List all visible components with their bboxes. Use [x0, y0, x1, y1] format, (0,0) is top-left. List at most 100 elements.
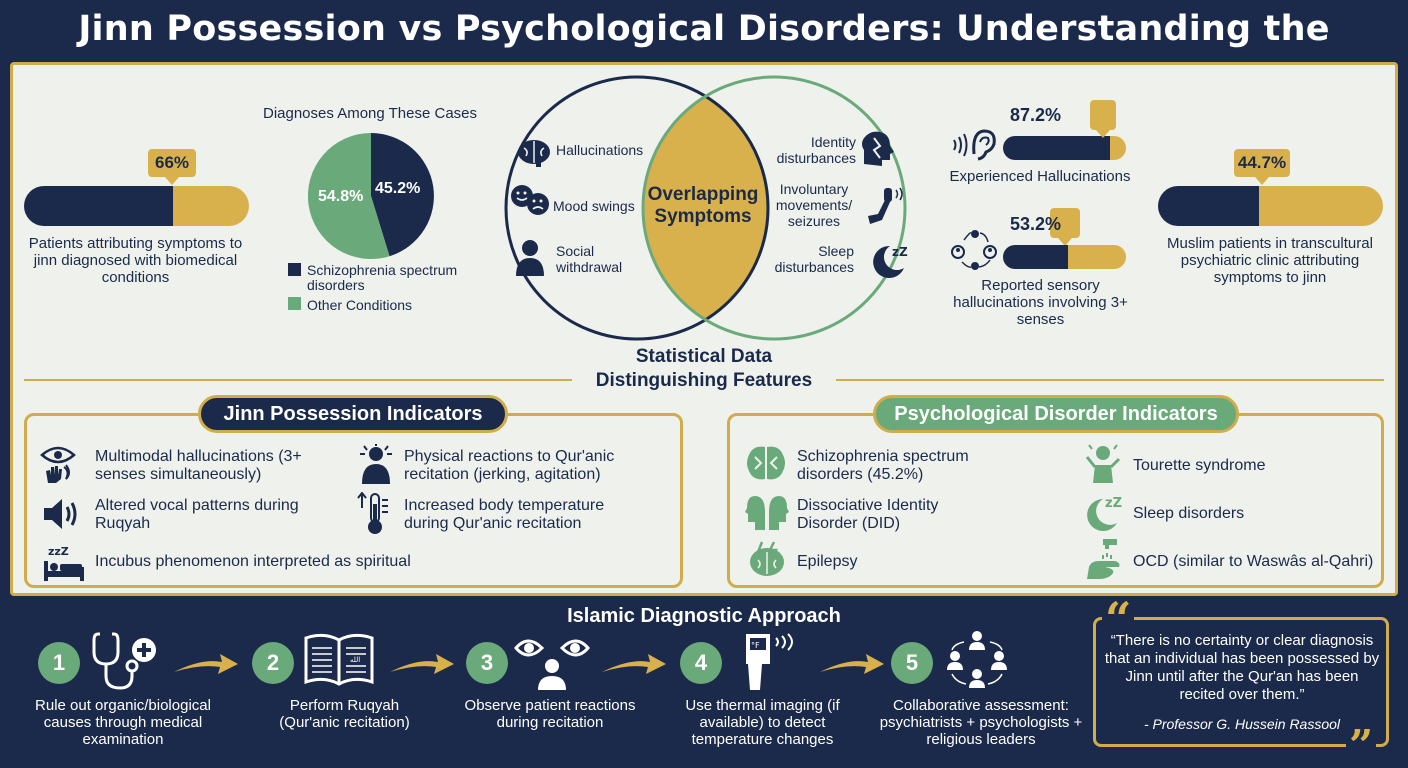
sleeping-bed-icon: zzZ [44, 545, 84, 581]
identity-head-icon [862, 131, 894, 166]
step-1-text: Rule out organic/biological causes throu… [35, 697, 211, 748]
left-progress-bar [24, 186, 249, 226]
venn-diagram: zZ [504, 75, 908, 341]
seizure-arm-icon [868, 187, 903, 224]
pie-legend-item-other: Other Conditions [288, 297, 412, 313]
thermometer-icon [357, 492, 388, 534]
venn-item-mood-swings: Mood swings [553, 198, 635, 214]
step-4-text: Use thermal imaging (if available) to de… [685, 697, 840, 748]
arrow-1-icon [174, 654, 238, 674]
jinn-item-multimodal: Multimodal hallucinations (3+ senses sim… [95, 448, 302, 483]
venn-item-sleep: Sleep disturbances [774, 243, 854, 275]
svg-text:zZ: zZ [1105, 496, 1122, 511]
legend-swatch-navy [288, 263, 301, 276]
quote-author: - Professor G. Hussein Rassool [1143, 716, 1341, 732]
speaker-icon [44, 499, 77, 529]
tourette-person-icon [1085, 444, 1121, 483]
quote-text: “There is no certainty or clear diagnosi… [1104, 632, 1380, 703]
step-5-number: 5 [891, 642, 933, 684]
arrow-2-icon [390, 654, 454, 674]
right-progress-fill [1158, 186, 1259, 226]
svg-text:الله: الله [350, 656, 360, 664]
svg-text:°F: °F [751, 641, 760, 650]
jinn-indicators-heading: Jinn Possession Indicators [198, 395, 508, 433]
right-bar-caption: Muslim patients in transcultural psychia… [1167, 235, 1373, 286]
psych-indicators-heading: Psychological Disorder Indicators [873, 395, 1239, 433]
divider-right [836, 379, 1384, 381]
moon-zz-icon: zZ [873, 245, 908, 278]
sensory-callout [1050, 208, 1080, 246]
psych-item-tourette: Tourette syndrome [1133, 457, 1266, 474]
left-progress-fill [24, 186, 173, 226]
divider-left [24, 379, 572, 381]
sensory-progress-bar [1003, 245, 1126, 269]
svg-text:zzZ: zzZ [48, 545, 69, 558]
psych-item-ocd: OCD (similar to Waswâs al-Qahri) [1133, 553, 1374, 570]
hallucinations-caption: Experienced Hallucinations [949, 168, 1131, 185]
sleep-moon-icon: zZ [1087, 496, 1122, 531]
two-heads-icon [745, 496, 789, 530]
sensory-caption: Reported sensory hallucinations involvin… [953, 277, 1128, 328]
jinn-item-incubus: Incubus phenomenon interpreted as spirit… [95, 553, 411, 570]
stethoscope-icon [92, 632, 156, 690]
observe-eyes-icon [514, 639, 590, 690]
brain-network-icon [747, 446, 785, 480]
hallucinations-percent: 87.2% [1010, 105, 1062, 125]
arrow-3-icon [602, 654, 666, 674]
psych-item-epilepsy: Epilepsy [797, 553, 858, 570]
quote-close-mark: ” [1346, 726, 1377, 766]
pie-title: Diagnoses Among These Cases [262, 105, 477, 122]
legend-swatch-green [288, 297, 301, 310]
pie-label-schizophrenia: 45.2% [375, 180, 421, 197]
mood-faces-icon [511, 185, 549, 215]
eye-hand-icon [40, 446, 76, 483]
brain-icon [518, 140, 550, 167]
pie-slice-schizophrenia [371, 133, 434, 257]
hallucinations-progress-bar [1003, 136, 1126, 160]
venn-item-hallucinations: Hallucinations [556, 142, 644, 158]
approach-title: Islamic Diagnostic Approach [567, 605, 841, 627]
venn-right-circle [641, 75, 907, 341]
right-progress-bar [1158, 186, 1383, 226]
sensory-percent: 53.2% [1010, 214, 1062, 234]
jinn-item-physical-reactions: Physical reactions to Qur'anic recitatio… [404, 448, 615, 483]
arrow-4-icon [820, 654, 884, 674]
pie-label-other: 54.8% [318, 188, 364, 205]
person-icon [516, 240, 544, 276]
right-percent-callout: 44.7% [1234, 149, 1290, 185]
venn-item-involuntary: Involuntary movements/ seizures [775, 181, 853, 229]
left-percent-callout: 66% [148, 149, 196, 185]
jinn-indicators-box [24, 413, 683, 588]
step-5-text: Collaborative assessment: psychiatrists … [879, 697, 1083, 748]
agitated-person-icon [360, 444, 392, 484]
distinguishing-features-title: Distinguishing Features [595, 370, 813, 391]
psych-item-schizophrenia: Schizophrenia spectrum disorders (45.2%) [797, 448, 969, 483]
hallucinations-callout [1090, 100, 1116, 138]
psych-item-did: Dissociative Identity Disorder (DID) [797, 497, 939, 532]
collaboration-people-icon [947, 631, 1007, 688]
psych-item-sleep: Sleep disorders [1133, 505, 1245, 522]
left-bar-caption: Patients attributing symptoms to jinn di… [28, 235, 243, 286]
step-2-text: Perform Ruqyah (Qur'anic recitation) [279, 697, 410, 731]
step-2-number: 2 [252, 642, 294, 684]
jinn-item-vocal: Altered vocal patterns during Ruqyah [95, 497, 299, 532]
hand-washing-icon [1087, 539, 1120, 579]
quote-open-mark: “ [1102, 596, 1135, 642]
jinn-item-body-temperature: Increased body temperature during Qur'an… [404, 497, 605, 532]
venn-item-identity: Identity disturbances [776, 134, 856, 166]
quote-box [1093, 617, 1389, 747]
pie-slice-other [308, 133, 390, 259]
brain-lightning-icon [750, 541, 784, 576]
quran-book-icon: الله [304, 633, 374, 686]
venn-center-label: Overlapping Symptoms [647, 184, 759, 227]
step-3-text: Observe patient reactions during recitat… [464, 697, 636, 731]
venn-item-social-withdrawal: Social withdrawal [556, 243, 623, 275]
step-3-number: 3 [466, 642, 508, 684]
ear-sound-icon [953, 129, 996, 161]
step-1-number: 1 [38, 642, 80, 684]
svg-text:zZ: zZ [892, 245, 908, 259]
senses-network-icon [951, 230, 997, 270]
thermal-camera-icon: °F [746, 633, 793, 690]
pie-chart [308, 133, 434, 259]
page-title: Jinn Possession vs Psychological Disorde… [78, 9, 1330, 107]
